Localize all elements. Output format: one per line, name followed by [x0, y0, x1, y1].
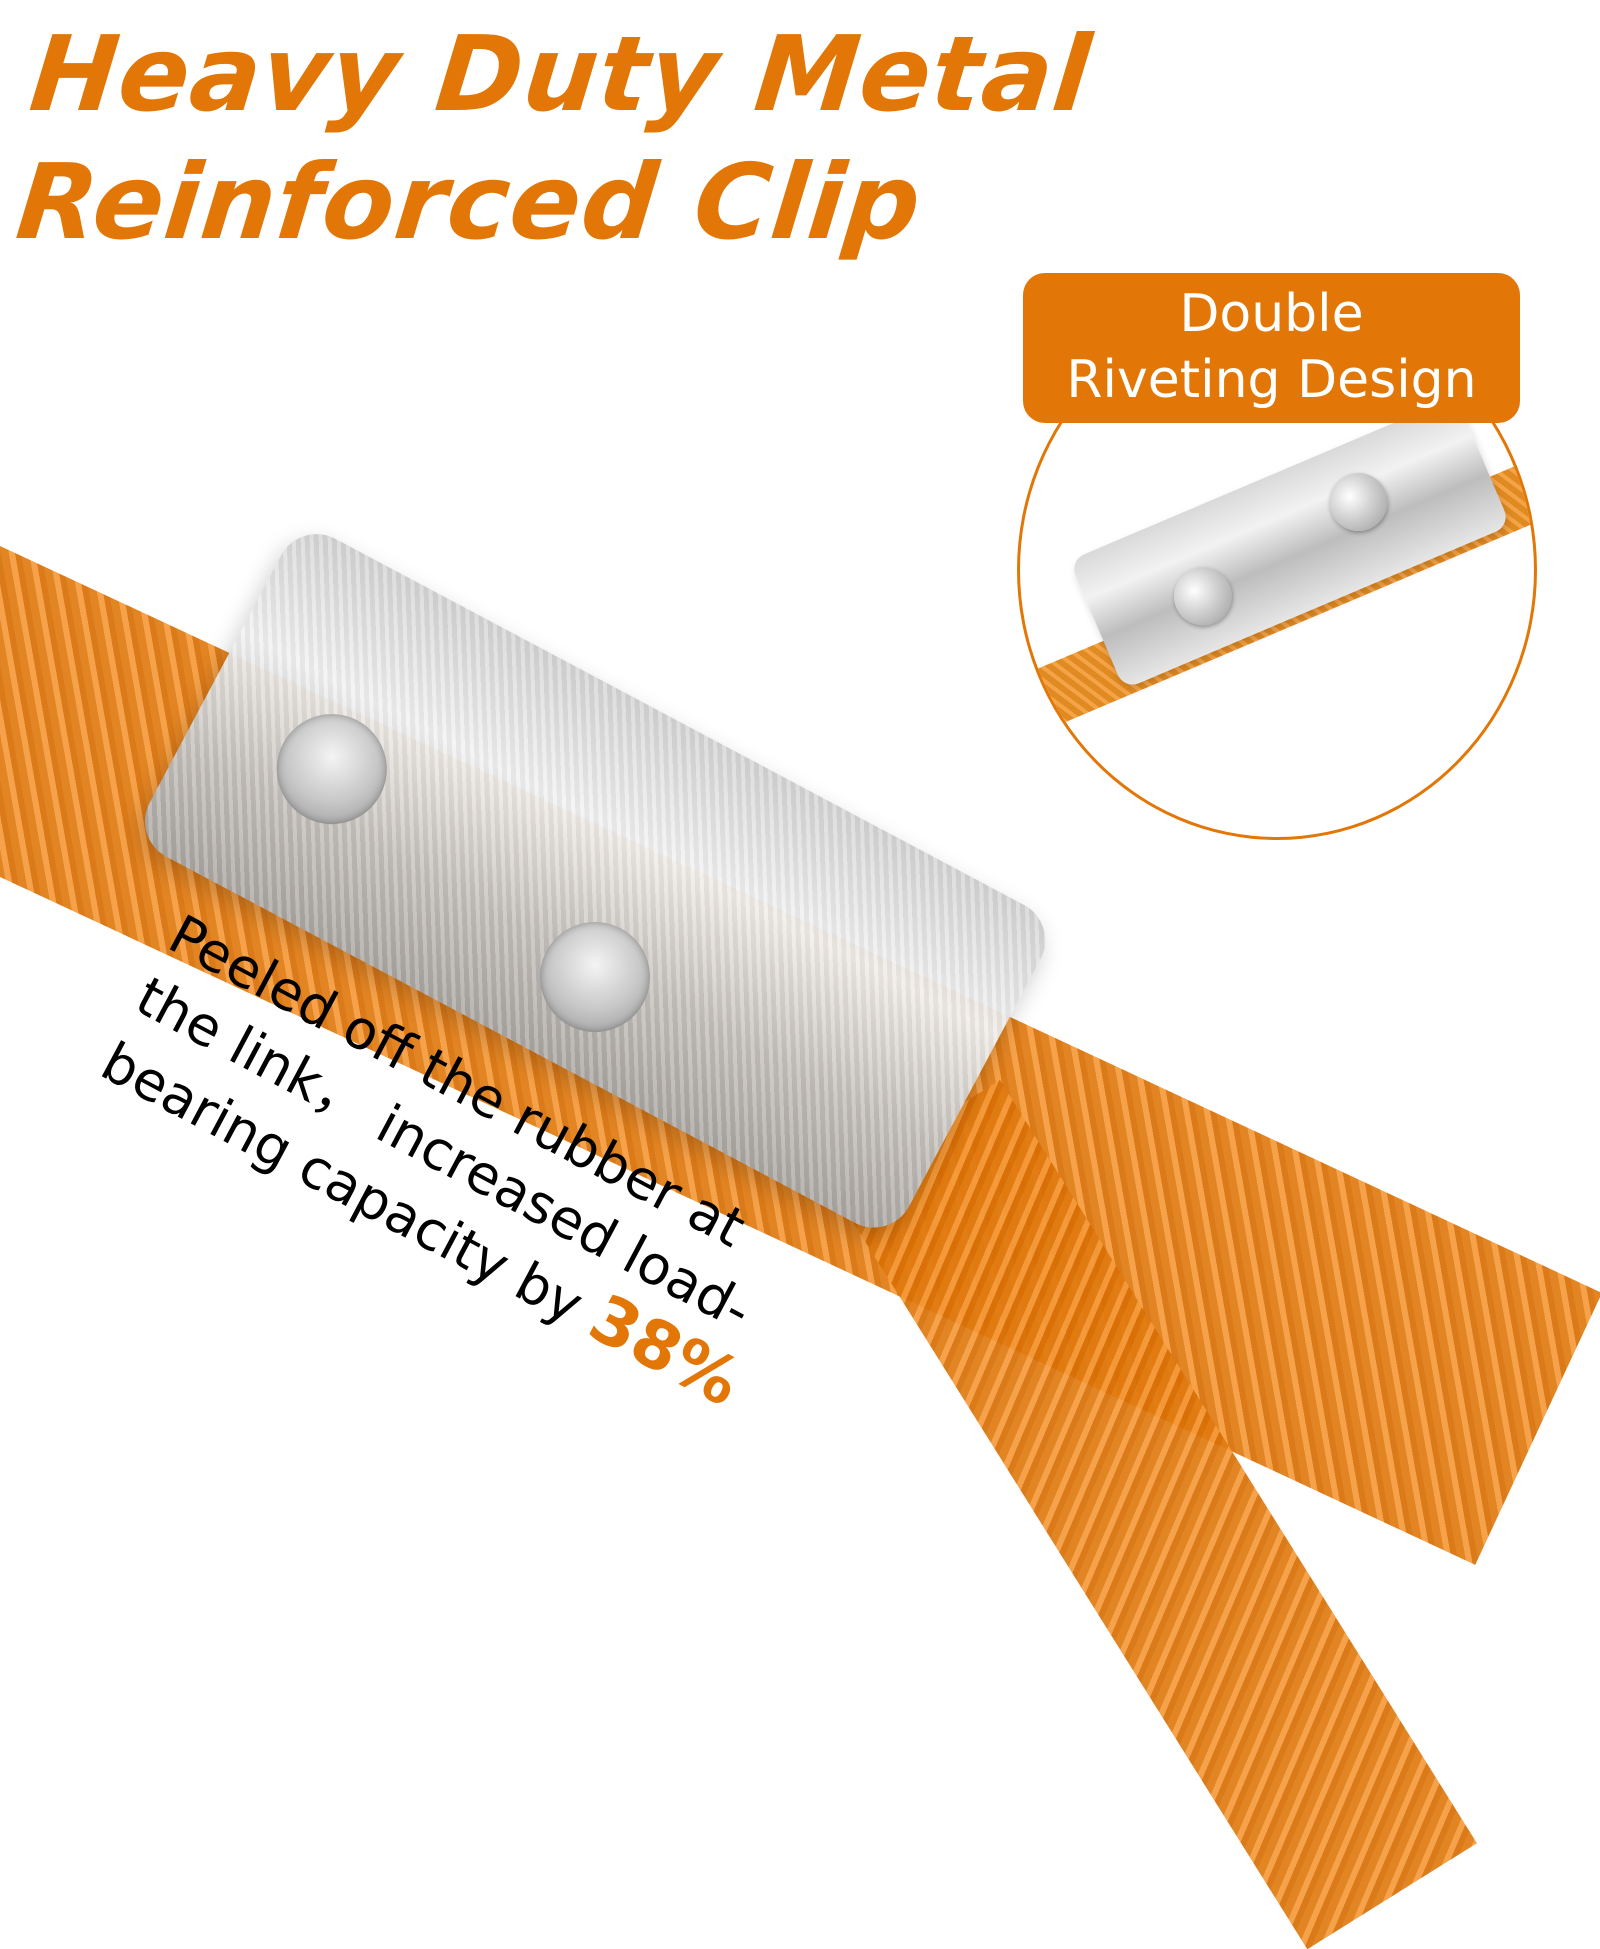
mini-rivet-icon	[1320, 463, 1397, 541]
callout-line-2: Riveting Design	[1066, 350, 1477, 410]
headline: Heavy Duty Metal Reinforced Clip	[11, 10, 1097, 266]
mini-rivet-icon	[1164, 558, 1241, 635]
callout-label: Double Riveting Design	[1023, 273, 1520, 423]
callout-line-1: Double	[1179, 284, 1364, 344]
headline-line-1: Heavy Duty Metal	[24, 13, 1097, 135]
mini-clip	[1069, 396, 1511, 690]
headline-line-2: Reinforced Clip	[11, 141, 928, 263]
